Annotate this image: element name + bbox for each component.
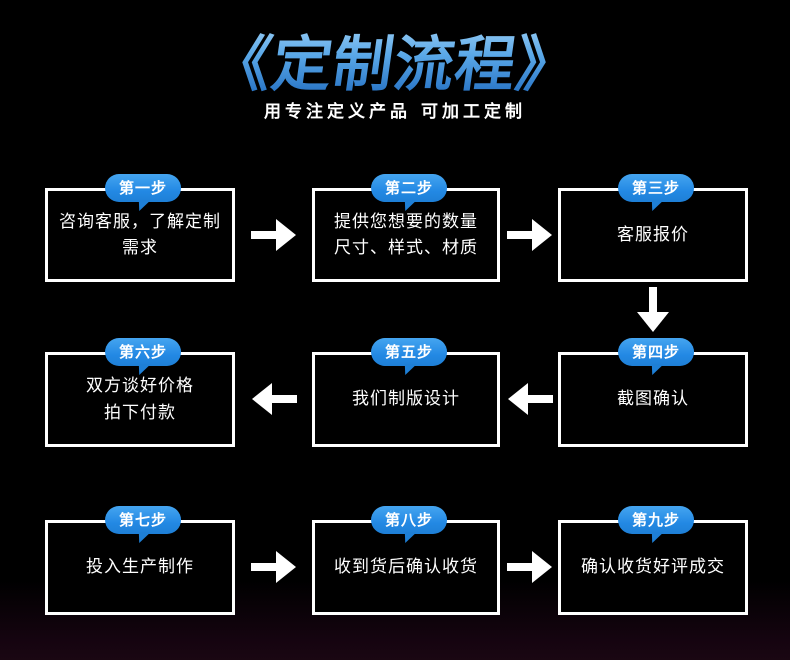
step-box-2: 第二步 提供您想要的数量 尺寸、样式、材质	[312, 174, 500, 282]
right-arrow-icon-step7-to-step8	[251, 549, 297, 585]
step-badge-9: 第九步	[618, 506, 695, 543]
step-description: 截图确认	[617, 389, 689, 410]
page-title: 《定制流程》	[0, 16, 790, 103]
right-arrow-icon-step1-to-step2	[251, 217, 297, 253]
step-description: 提供您想要的数量 尺寸、样式、材质	[334, 211, 478, 258]
step-box-6: 第六步 双方谈好价格 拍下付款	[45, 338, 235, 447]
step-box-1: 第一步 咨询客服，了解定制 需求	[45, 174, 235, 282]
step-badge-6: 第六步	[105, 338, 182, 375]
page-subtitle: 用专注定义产品 可加工定制	[264, 102, 526, 122]
left-arrow-icon-step5-to-step6	[251, 381, 297, 417]
right-arrow-icon-step8-to-step9	[507, 549, 553, 585]
step-badge-label: 第五步	[385, 343, 434, 361]
step-description: 双方谈好价格 拍下付款	[86, 376, 194, 423]
step-badge-label: 第六步	[119, 343, 168, 361]
step-badge-label: 第二步	[385, 179, 434, 197]
step-badge-3: 第三步	[618, 174, 695, 211]
step-badge-1: 第一步	[105, 174, 182, 211]
step-box-3: 第三步 客服报价	[558, 174, 748, 282]
step-badge-4: 第四步	[618, 338, 695, 375]
step-description: 投入生产制作	[86, 557, 194, 578]
step-description: 我们制版设计	[352, 389, 460, 410]
step-badge-label: 第三步	[632, 179, 681, 197]
step-box-9: 第九步 确认收货好评成交	[558, 506, 748, 615]
step-badge-7: 第七步	[105, 506, 182, 543]
left-arrow-icon-step4-to-step5	[507, 381, 553, 417]
right-arrow-icon-step2-to-step3	[507, 217, 553, 253]
step-badge-8: 第八步	[371, 506, 448, 543]
step-description: 收到货后确认收货	[334, 557, 478, 578]
step-description: 客服报价	[617, 224, 689, 245]
step-badge-label: 第七步	[119, 511, 168, 529]
step-badge-label: 第一步	[119, 179, 168, 197]
step-box-5: 第五步 我们制版设计	[312, 338, 500, 447]
step-badge-5: 第五步	[371, 338, 448, 375]
step-box-4: 第四步 截图确认	[558, 338, 748, 447]
step-badge-label: 第八步	[385, 511, 434, 529]
step-box-7: 第七步 投入生产制作	[45, 506, 235, 615]
step-description: 咨询客服，了解定制 需求	[59, 211, 221, 258]
step-badge-2: 第二步	[371, 174, 448, 211]
step-badge-label: 第九步	[632, 511, 681, 529]
down-arrow-icon-step3-to-step4	[635, 287, 671, 333]
step-box-8: 第八步 收到货后确认收货	[312, 506, 500, 615]
step-description: 确认收货好评成交	[581, 557, 725, 578]
step-badge-label: 第四步	[632, 343, 681, 361]
